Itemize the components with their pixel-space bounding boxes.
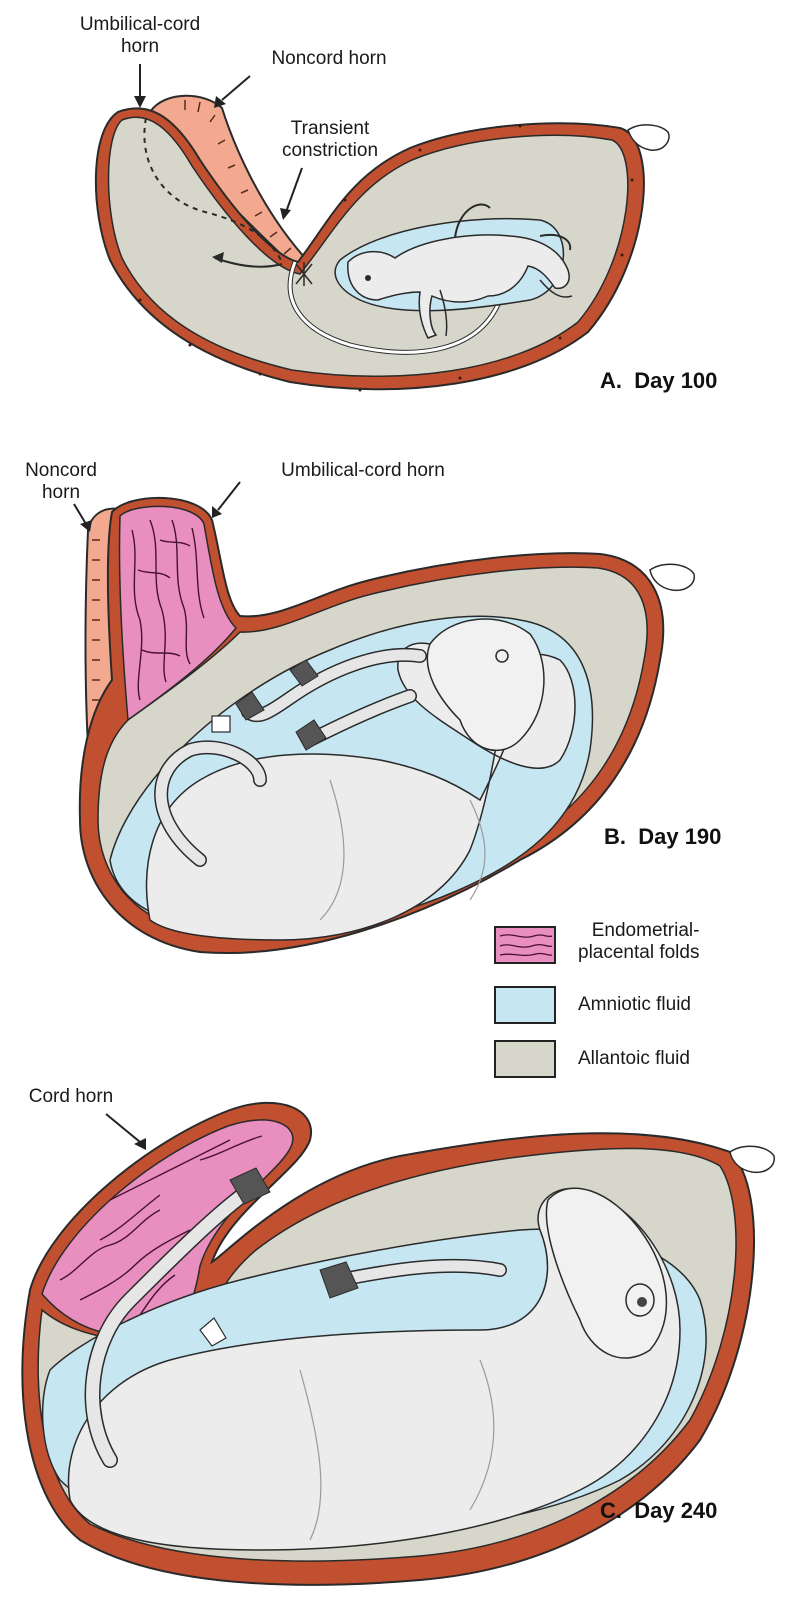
legend-item-allantoic-fluid: Allantoic fluid [494, 1040, 784, 1082]
swatch-endometrial-folds [494, 926, 556, 964]
swatch-allantoic-fluid [494, 1040, 556, 1078]
ovary-tip-b [650, 564, 694, 590]
panel-c-illustration [0, 1080, 792, 1610]
label-noncord-horn-b: Noncord horn [6, 460, 116, 504]
panel-a: Umbilical-cord horn Noncord horn Transie… [0, 0, 792, 420]
legend-label-endometrial-folds: Endometrial- placental folds [578, 920, 699, 964]
label-umbilical-cord-horn-b: Umbilical-cord horn [248, 460, 478, 482]
legend-item-amniotic-fluid: Amniotic fluid [494, 986, 784, 1028]
label-noncord-horn-a: Noncord horn [244, 48, 414, 70]
legend-label-amniotic-fluid: Amniotic fluid [578, 994, 691, 1016]
legend-label-allantoic-fluid: Allantoic fluid [578, 1048, 690, 1070]
label-transient-constriction: Transient constriction [250, 118, 410, 162]
caption-day-100: A. Day 100 [600, 368, 717, 394]
legend-item-endometrial-folds: Endometrial- placental folds [494, 924, 784, 974]
caption-day-190: B. Day 190 [604, 824, 721, 850]
label-cord-horn-c: Cord horn [6, 1086, 136, 1108]
caption-day-240: C. Day 240 [600, 1498, 717, 1524]
panel-c: Cord horn C. Day 240 [0, 1080, 792, 1610]
label-umbilical-cord-horn-a: Umbilical-cord horn [50, 14, 230, 58]
swatch-amniotic-fluid [494, 986, 556, 1024]
